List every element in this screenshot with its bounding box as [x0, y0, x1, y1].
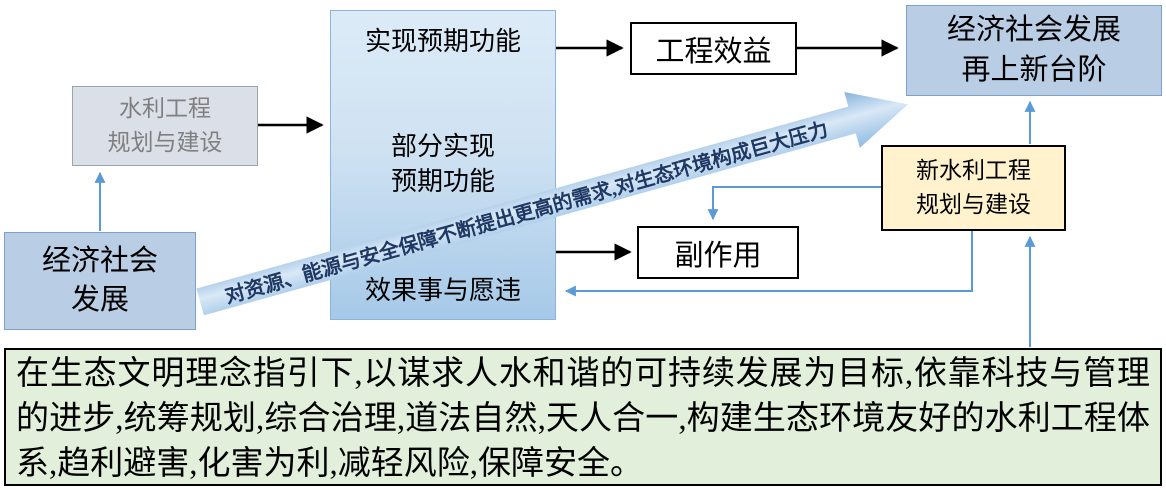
arrow-new-planning-to-side-effect: [707, 186, 881, 221]
outcome-partial: 部分实现 预期功能: [337, 129, 549, 199]
outcome-partial-line2: 预期功能: [390, 167, 495, 196]
box-new-planning-line2: 规划与建设: [916, 192, 1031, 217]
box-benefit: 工程效益: [630, 22, 797, 75]
box-water-planning-line2: 规划与建设: [107, 130, 223, 155]
outcome-partial-line1: 部分实现: [390, 131, 495, 161]
box-new-level: 经济社会发展 再上新台阶: [906, 5, 1162, 96]
box-side-effect-label: 副作用: [674, 239, 762, 272]
box-benefit-label: 工程效益: [655, 35, 772, 68]
box-economy: 经济社会 发展: [4, 232, 196, 330]
box-new-planning-line1: 新水利工程: [916, 157, 1031, 183]
box-water-planning: 水利工程 规划与建设: [72, 86, 258, 166]
outcome-expected: 实现预期功能: [364, 27, 521, 56]
outcome-contrary: 效果事与愿违: [364, 276, 521, 305]
box-new-level-line1: 经济社会发展: [946, 14, 1121, 47]
box-new-level-line2: 再上新台阶: [961, 53, 1107, 86]
footer-statement: 在生态文明理念指引下,以谋求人水和谐的可持续发展为目标,依靠科技与管理的进步,统…: [4, 348, 1162, 486]
box-new-planning: 新水利工程 规划与建设: [881, 145, 1066, 231]
footer-statement-text: 在生态文明理念指引下,以谋求人水和谐的可持续发展为目标,依靠科技与管理的进步,统…: [16, 356, 1150, 482]
box-economy-line2: 发展: [70, 284, 129, 316]
box-side-effect: 副作用: [637, 226, 799, 279]
box-economy-line1: 经济社会: [41, 244, 158, 277]
box-water-planning-line1: 水利工程: [119, 95, 211, 121]
